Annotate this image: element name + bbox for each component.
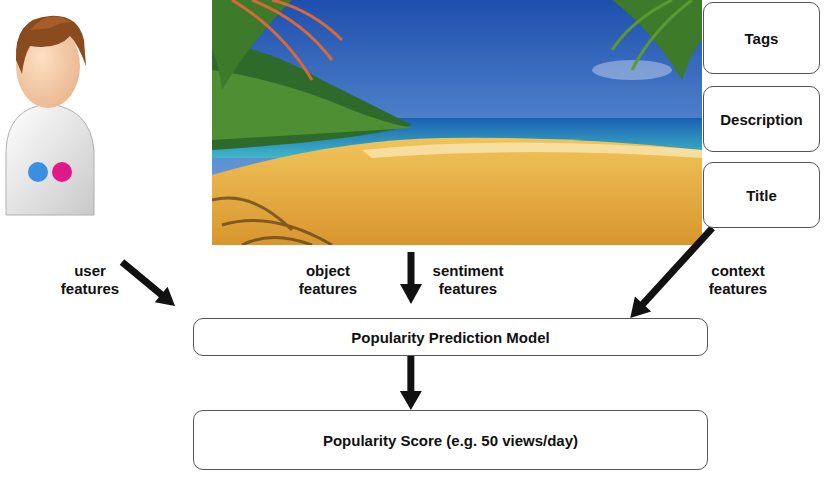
beach-photo [212,0,702,245]
feature-label: context features [709,262,767,298]
text-box: Tags [703,2,820,74]
user-avatar [0,0,100,220]
box-text: Popularity Prediction Model [351,329,549,346]
box-text: Popularity Score (e.g. 50 views/day) [323,432,578,449]
flow-arrow [400,356,422,410]
flow-arrow [630,228,712,318]
text-box: Popularity Prediction Model [193,318,708,356]
feature-label: object features [299,262,357,298]
text-box: Title [703,162,820,228]
text-box: Popularity Score (e.g. 50 views/day) [193,410,708,470]
box-text: Title [746,187,777,204]
feature-label: user features [61,262,119,298]
feature-label: sentiment features [433,262,504,298]
text-box: Description [703,86,820,152]
box-text: Description [720,111,803,128]
box-text: Tags [745,30,779,47]
